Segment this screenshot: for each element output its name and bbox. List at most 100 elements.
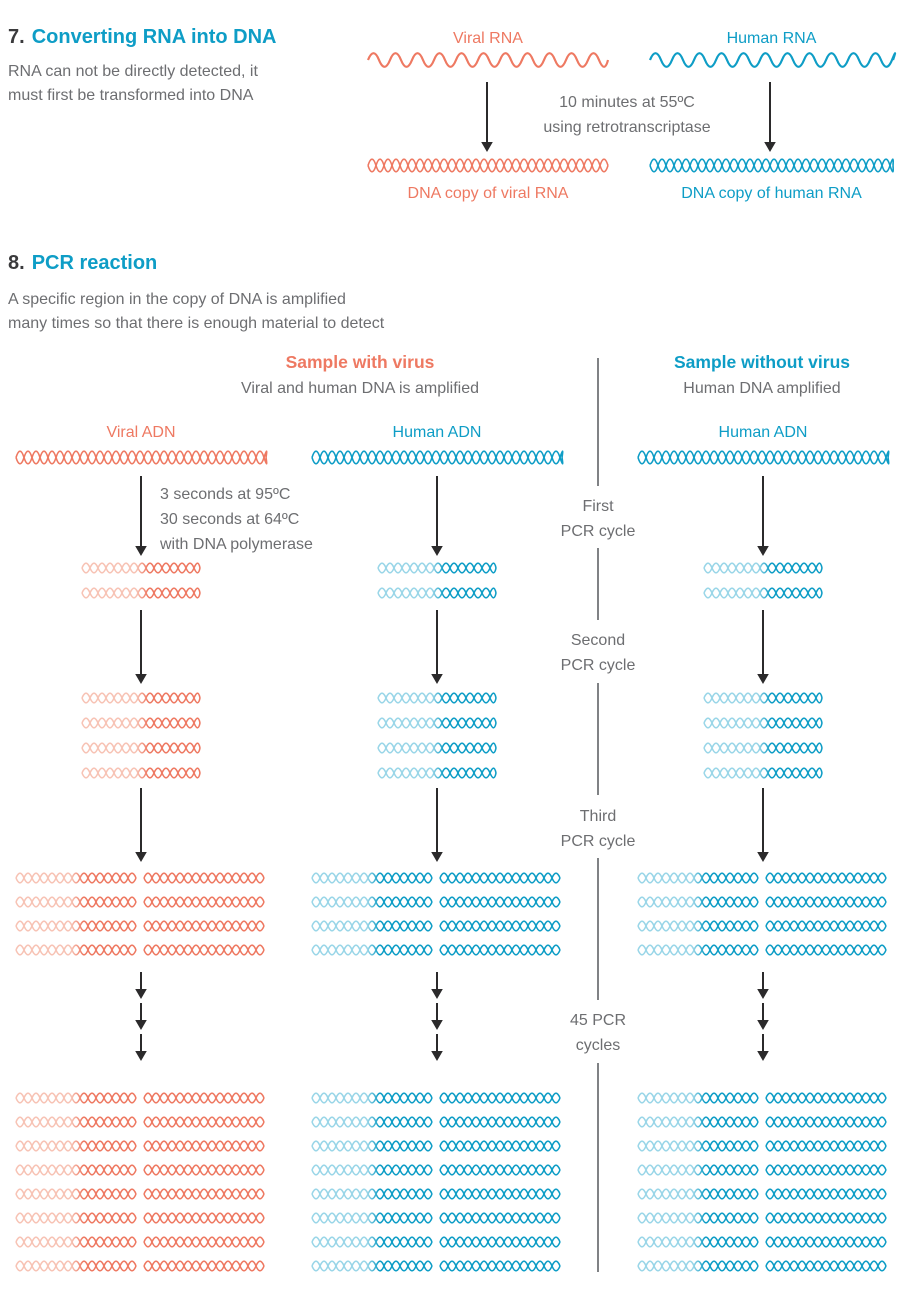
dna-strand-full	[637, 450, 890, 465]
dna-strand	[703, 717, 823, 729]
dna-strand	[143, 920, 265, 932]
dna-strand	[439, 1260, 561, 1272]
dna-strand	[15, 944, 137, 956]
dna-strand	[311, 920, 433, 932]
cycle-label-line: 45 PCR	[569, 1012, 627, 1029]
down-arrow	[430, 610, 444, 684]
description-line: RNA can not be directly detected, it	[8, 63, 258, 80]
dna-strand-full	[15, 450, 268, 465]
dna-strand	[439, 1092, 561, 1104]
dna-strand	[637, 1188, 759, 1200]
dna-strand	[143, 1164, 265, 1176]
human-dna-strand	[649, 158, 894, 173]
dna-strand	[439, 920, 561, 932]
down-arrow	[134, 610, 148, 684]
condition-line: with DNA polymerase	[160, 536, 313, 553]
dna-strand	[637, 872, 759, 884]
dna-strand	[765, 1188, 887, 1200]
dna-strand	[439, 1164, 561, 1176]
cycle-label-line: Third	[579, 808, 617, 825]
description-line: A specific region in the copy of DNA is …	[8, 291, 346, 308]
down-arrow	[134, 476, 148, 556]
section7-number: 7.	[8, 26, 25, 48]
dna-strand	[637, 1260, 759, 1272]
human-rna-wave	[648, 52, 897, 68]
down-arrow-small	[756, 1034, 770, 1061]
section7-heading: 7.Converting RNA into DNA	[8, 26, 276, 49]
dna-strand	[765, 1236, 887, 1248]
dna-strand	[765, 1164, 887, 1176]
down-arrow	[480, 82, 494, 152]
dna-strand	[311, 896, 433, 908]
section8-title: PCR reaction	[31, 252, 158, 274]
dna-strand	[15, 1116, 137, 1128]
down-arrow	[430, 788, 444, 862]
divider-line	[597, 1063, 599, 1272]
condition-line: 30 seconds at 64ºC	[160, 511, 300, 528]
dna-strand	[637, 944, 759, 956]
dna-strand	[81, 767, 201, 779]
dna-strand	[637, 1164, 759, 1176]
section8-number: 8.	[8, 252, 25, 274]
section8-heading: 8. PCR reaction	[8, 252, 157, 275]
dna-strand	[703, 742, 823, 754]
dna-strand	[765, 1140, 887, 1152]
dna-strand	[439, 1236, 561, 1248]
dna-strand	[311, 1212, 433, 1224]
cycle-label-line: PCR cycle	[560, 523, 636, 540]
divider-line	[597, 683, 599, 795]
dna-strand	[703, 562, 823, 574]
dna-strand	[143, 1188, 265, 1200]
dna-strand	[439, 1188, 561, 1200]
down-arrow-small	[756, 1003, 770, 1030]
dna-strand	[703, 767, 823, 779]
divider-line	[597, 858, 599, 1000]
dna-strand	[703, 692, 823, 704]
sample-without-virus-title: Sample without virus	[674, 352, 850, 372]
dna-strand	[637, 1212, 759, 1224]
dna-strand	[15, 1212, 137, 1224]
dna-strand	[377, 742, 497, 754]
dna-strand	[311, 1092, 433, 1104]
down-arrow	[763, 82, 777, 152]
dna-strand	[15, 1260, 137, 1272]
down-arrow-small	[134, 972, 148, 999]
cycle-label-third: Third PCR cycle	[528, 804, 668, 854]
down-arrow	[756, 610, 770, 684]
section7-description: RNA can not be directly detected, it mus…	[8, 60, 258, 108]
dna-strand	[637, 1116, 759, 1128]
dna-strand	[143, 1092, 265, 1104]
dna-strand	[765, 896, 887, 908]
viral-rna-label: Viral RNA	[453, 30, 523, 47]
description-line: must first be transformed into DNA	[8, 87, 254, 104]
section8-description: A specific region in the copy of DNA is …	[8, 288, 384, 336]
column-label-human: Human ADN	[718, 424, 808, 441]
dna-strand	[637, 1092, 759, 1104]
down-arrow-small	[134, 1003, 148, 1030]
column-label-human: Human ADN	[392, 424, 482, 441]
dna-strand	[377, 562, 497, 574]
dna-strand	[81, 587, 201, 599]
dna-strand	[765, 1260, 887, 1272]
dna-strand	[377, 587, 497, 599]
human-rna-label: Human RNA	[726, 30, 817, 47]
sample-without-virus-subtitle: Human DNA amplified	[683, 380, 841, 397]
dna-strand	[311, 872, 433, 884]
dna-strand	[81, 742, 201, 754]
dna-strand	[143, 944, 265, 956]
dna-strand	[311, 1236, 433, 1248]
human-dna-copy-label: DNA copy of human RNA	[681, 185, 862, 202]
dna-strand	[765, 944, 887, 956]
dna-strand	[15, 1236, 137, 1248]
dna-strand	[81, 717, 201, 729]
dna-strand	[81, 692, 201, 704]
down-arrow-small	[430, 1034, 444, 1061]
dna-strand	[15, 896, 137, 908]
dna-strand	[439, 1212, 561, 1224]
dna-strand	[377, 767, 497, 779]
dna-strand	[765, 1092, 887, 1104]
dna-strand	[637, 1140, 759, 1152]
dna-strand	[311, 1164, 433, 1176]
cycle-label-line: PCR cycle	[560, 833, 636, 850]
